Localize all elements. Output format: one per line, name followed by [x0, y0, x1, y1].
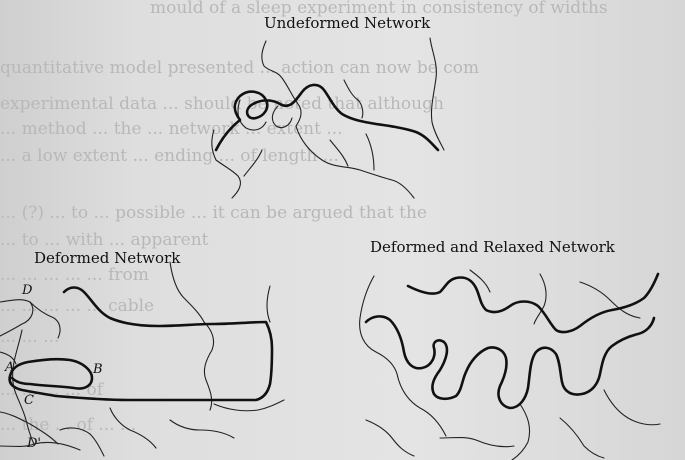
- thick-chain-relaxed: [406, 272, 660, 334]
- thin-chain: [397, 377, 447, 437]
- point-label-a: A: [4, 360, 14, 375]
- background-text-line: experimental data ... should be noted th…: [0, 94, 444, 114]
- thin-chain: [0, 441, 81, 451]
- thin-chain: [365, 419, 415, 457]
- thin-chain: [109, 407, 157, 449]
- background-text-line: ... method ... the ... network ... exten…: [0, 119, 343, 139]
- thin-chain: [365, 133, 375, 171]
- deformed-network-panel: Deformed Network D A B C D': [0, 249, 285, 457]
- background-text-line: mould of a sleep experiment in consisten…: [150, 0, 608, 18]
- thin-chain: [0, 351, 17, 365]
- thin-chain: [237, 99, 267, 131]
- thin-chain: [213, 399, 285, 412]
- thin-chain: [261, 40, 302, 127]
- thin-chain: [343, 79, 364, 119]
- relaxed-network-title: Deformed and Relaxed Network: [370, 238, 616, 256]
- thin-chain: [0, 411, 59, 445]
- point-label-c: C: [24, 393, 34, 408]
- background-text-line: ... to ... with ... apparent: [0, 230, 209, 250]
- thin-chain: [271, 105, 293, 129]
- thin-chain: [329, 139, 349, 167]
- thin-chain: [511, 403, 531, 460]
- thin-chain: [603, 389, 661, 426]
- background-text-line: ... ... ... ... ... cable: [0, 296, 155, 316]
- thin-chain: [469, 269, 491, 293]
- thick-chain-undeformed: [214, 83, 440, 152]
- background-text-line: ... a low extent ... ending ... of lengt…: [0, 146, 339, 166]
- thin-chain: [243, 149, 263, 177]
- undeformed-network-panel: Undeformed Network: [211, 14, 445, 199]
- thin-chain: [295, 125, 415, 199]
- background-text-line: quantitative model presented ... action …: [0, 58, 480, 78]
- thin-chain: [211, 129, 241, 199]
- background-text-line: ... ... ... ... ... from: [0, 265, 149, 285]
- thin-chain: [429, 37, 445, 151]
- thin-chain: [59, 427, 105, 457]
- undeformed-network-title: Undeformed Network: [264, 14, 431, 32]
- thin-chain: [203, 321, 215, 411]
- thick-chain-deformed: [8, 286, 274, 402]
- deformed-network-title: Deformed Network: [34, 249, 181, 267]
- thin-chain: [12, 329, 35, 445]
- background-text-line: ... ... ...: [0, 327, 60, 347]
- thin-chain: [533, 273, 547, 325]
- thin-chain: [169, 261, 205, 323]
- relaxed-network-panel: Deformed and Relaxed Network: [359, 238, 661, 460]
- thick-chain-relaxed: [364, 315, 656, 410]
- thin-chain: [359, 275, 399, 379]
- thin-chain: [0, 299, 34, 337]
- background-text-line: ... the ... of ... ...: [0, 415, 137, 435]
- background-text-line: ... (?) ... to ... possible ... it can b…: [0, 203, 427, 223]
- thin-chain: [29, 301, 61, 339]
- thin-chain: [559, 417, 605, 459]
- thin-chain: [169, 419, 235, 439]
- thin-chain: [439, 436, 515, 448]
- point-label-d: D: [21, 283, 33, 298]
- point-label-b: B: [92, 362, 103, 377]
- thin-chain: [579, 281, 641, 319]
- thin-chain: [266, 285, 271, 323]
